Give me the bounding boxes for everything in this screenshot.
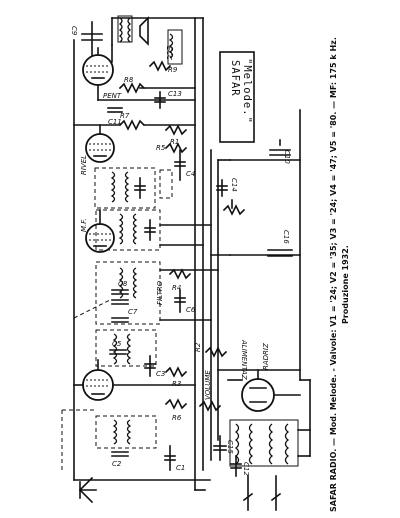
capacitor-c1: C1 xyxy=(164,445,185,472)
label-pent: PENT xyxy=(103,92,122,100)
resistor-r4: R4 xyxy=(168,268,192,292)
label-r2: R2 xyxy=(194,342,202,352)
filter-block xyxy=(95,261,161,325)
brand-title: SAFAR xyxy=(229,60,241,97)
capacitor-c15: C15 xyxy=(213,435,234,461)
label-alimentaz: ALIMENTAZ xyxy=(240,339,248,380)
tube-v4 xyxy=(82,47,114,101)
output-transformer xyxy=(117,15,133,43)
capacitor-c2: C2 xyxy=(111,451,129,468)
capacitor-c10: C10 xyxy=(269,139,291,164)
capacitor-c12: C12 xyxy=(230,455,250,477)
antenna-coil xyxy=(95,415,157,449)
label-r8: R8 xyxy=(124,76,134,84)
label-r6: R6 xyxy=(172,414,182,422)
label-c2: C2 xyxy=(112,460,122,468)
capacitor-c9: C9 xyxy=(70,21,103,59)
label-c5: C5 xyxy=(112,340,122,348)
capacitor-c6: C6 xyxy=(174,289,196,314)
volume-potentiometer xyxy=(198,400,222,412)
tube-v5-rectifier xyxy=(241,369,275,412)
label-r9: R9 xyxy=(168,66,178,74)
resistor-r1: R1 xyxy=(164,124,188,146)
resistor-r9: R9 xyxy=(148,60,178,74)
if-transformer-1 xyxy=(95,209,161,251)
label-c4: C4 xyxy=(186,170,195,178)
resistor-r6: R6 xyxy=(164,398,188,422)
resistor-r3: R3 xyxy=(164,366,188,388)
potentiometer-volume-ctl xyxy=(159,169,173,199)
capacitor-c16: C16 xyxy=(267,230,293,257)
resistor-r2: R2 xyxy=(194,342,228,358)
resistor-r5: R5 xyxy=(156,142,188,154)
field-coil: ECC xyxy=(165,29,183,65)
label-mf: M.F. xyxy=(80,218,88,232)
power-transformer xyxy=(229,419,299,467)
brand-model: "Melode." xyxy=(241,58,253,124)
label-filtro: FILTRO xyxy=(156,280,164,305)
label-radriz: RADRIZ xyxy=(262,343,270,370)
caption-line-2: Produzione 1932. xyxy=(341,245,350,324)
capacitor-c14: C14 xyxy=(216,178,238,197)
label-c16: C16 xyxy=(282,230,290,244)
bus-lines xyxy=(73,17,301,491)
resistor-r7: R7 xyxy=(118,112,146,131)
capacitor-c3: C3 xyxy=(144,355,165,378)
label-c1: C1 xyxy=(176,464,185,472)
label-c11: C11 xyxy=(108,118,122,126)
label-volume: VOLUME xyxy=(204,370,212,400)
capacitor-c11: C11 xyxy=(107,107,123,126)
label-c9: C9 xyxy=(70,26,78,36)
tube-v1 xyxy=(82,359,114,401)
tube-v3 xyxy=(85,124,115,163)
label-rivel: RIVEL xyxy=(80,155,88,175)
resistor-r8: R8 xyxy=(118,76,146,94)
antenna-icon xyxy=(78,476,97,504)
label-c15: C15 xyxy=(226,440,234,454)
label-c14: C14 xyxy=(230,178,238,192)
label-c3: C3 xyxy=(156,370,165,378)
label-exc: ECC xyxy=(165,46,173,60)
capacitor-c13: C13 xyxy=(154,90,182,109)
capacitor-c5: C5 xyxy=(109,340,127,355)
capacitor-c8: C8 xyxy=(111,280,129,295)
label-c12: C12 xyxy=(242,462,250,476)
label-c7: C7 xyxy=(128,308,138,316)
label-r4: R4 xyxy=(172,284,181,292)
if-transformer-2 xyxy=(94,167,156,209)
label-c6: C6 xyxy=(186,306,196,314)
brand-box: SAFAR "Melode." xyxy=(219,51,255,143)
label-c8: C8 xyxy=(118,280,128,288)
speaker-icon xyxy=(139,16,149,46)
oscillator-coil xyxy=(95,329,157,367)
caption-line-1: SAFAR RADIO. — Mod. Melode. - Valvole: V… xyxy=(329,37,338,512)
capacitor-c7: C7 xyxy=(111,308,138,323)
capacitor-c4: C4 xyxy=(174,149,195,181)
label-r1: R1 xyxy=(170,138,179,146)
potentiometer-r10 xyxy=(222,199,246,216)
label-r7: R7 xyxy=(120,112,130,120)
label-r5: R5 xyxy=(156,144,166,152)
mains-plug xyxy=(242,475,282,511)
tube-v2 xyxy=(85,209,115,253)
label-r3: R3 xyxy=(172,380,181,388)
label-c13: C13 xyxy=(168,90,182,98)
label-c10: C10 xyxy=(283,150,291,164)
